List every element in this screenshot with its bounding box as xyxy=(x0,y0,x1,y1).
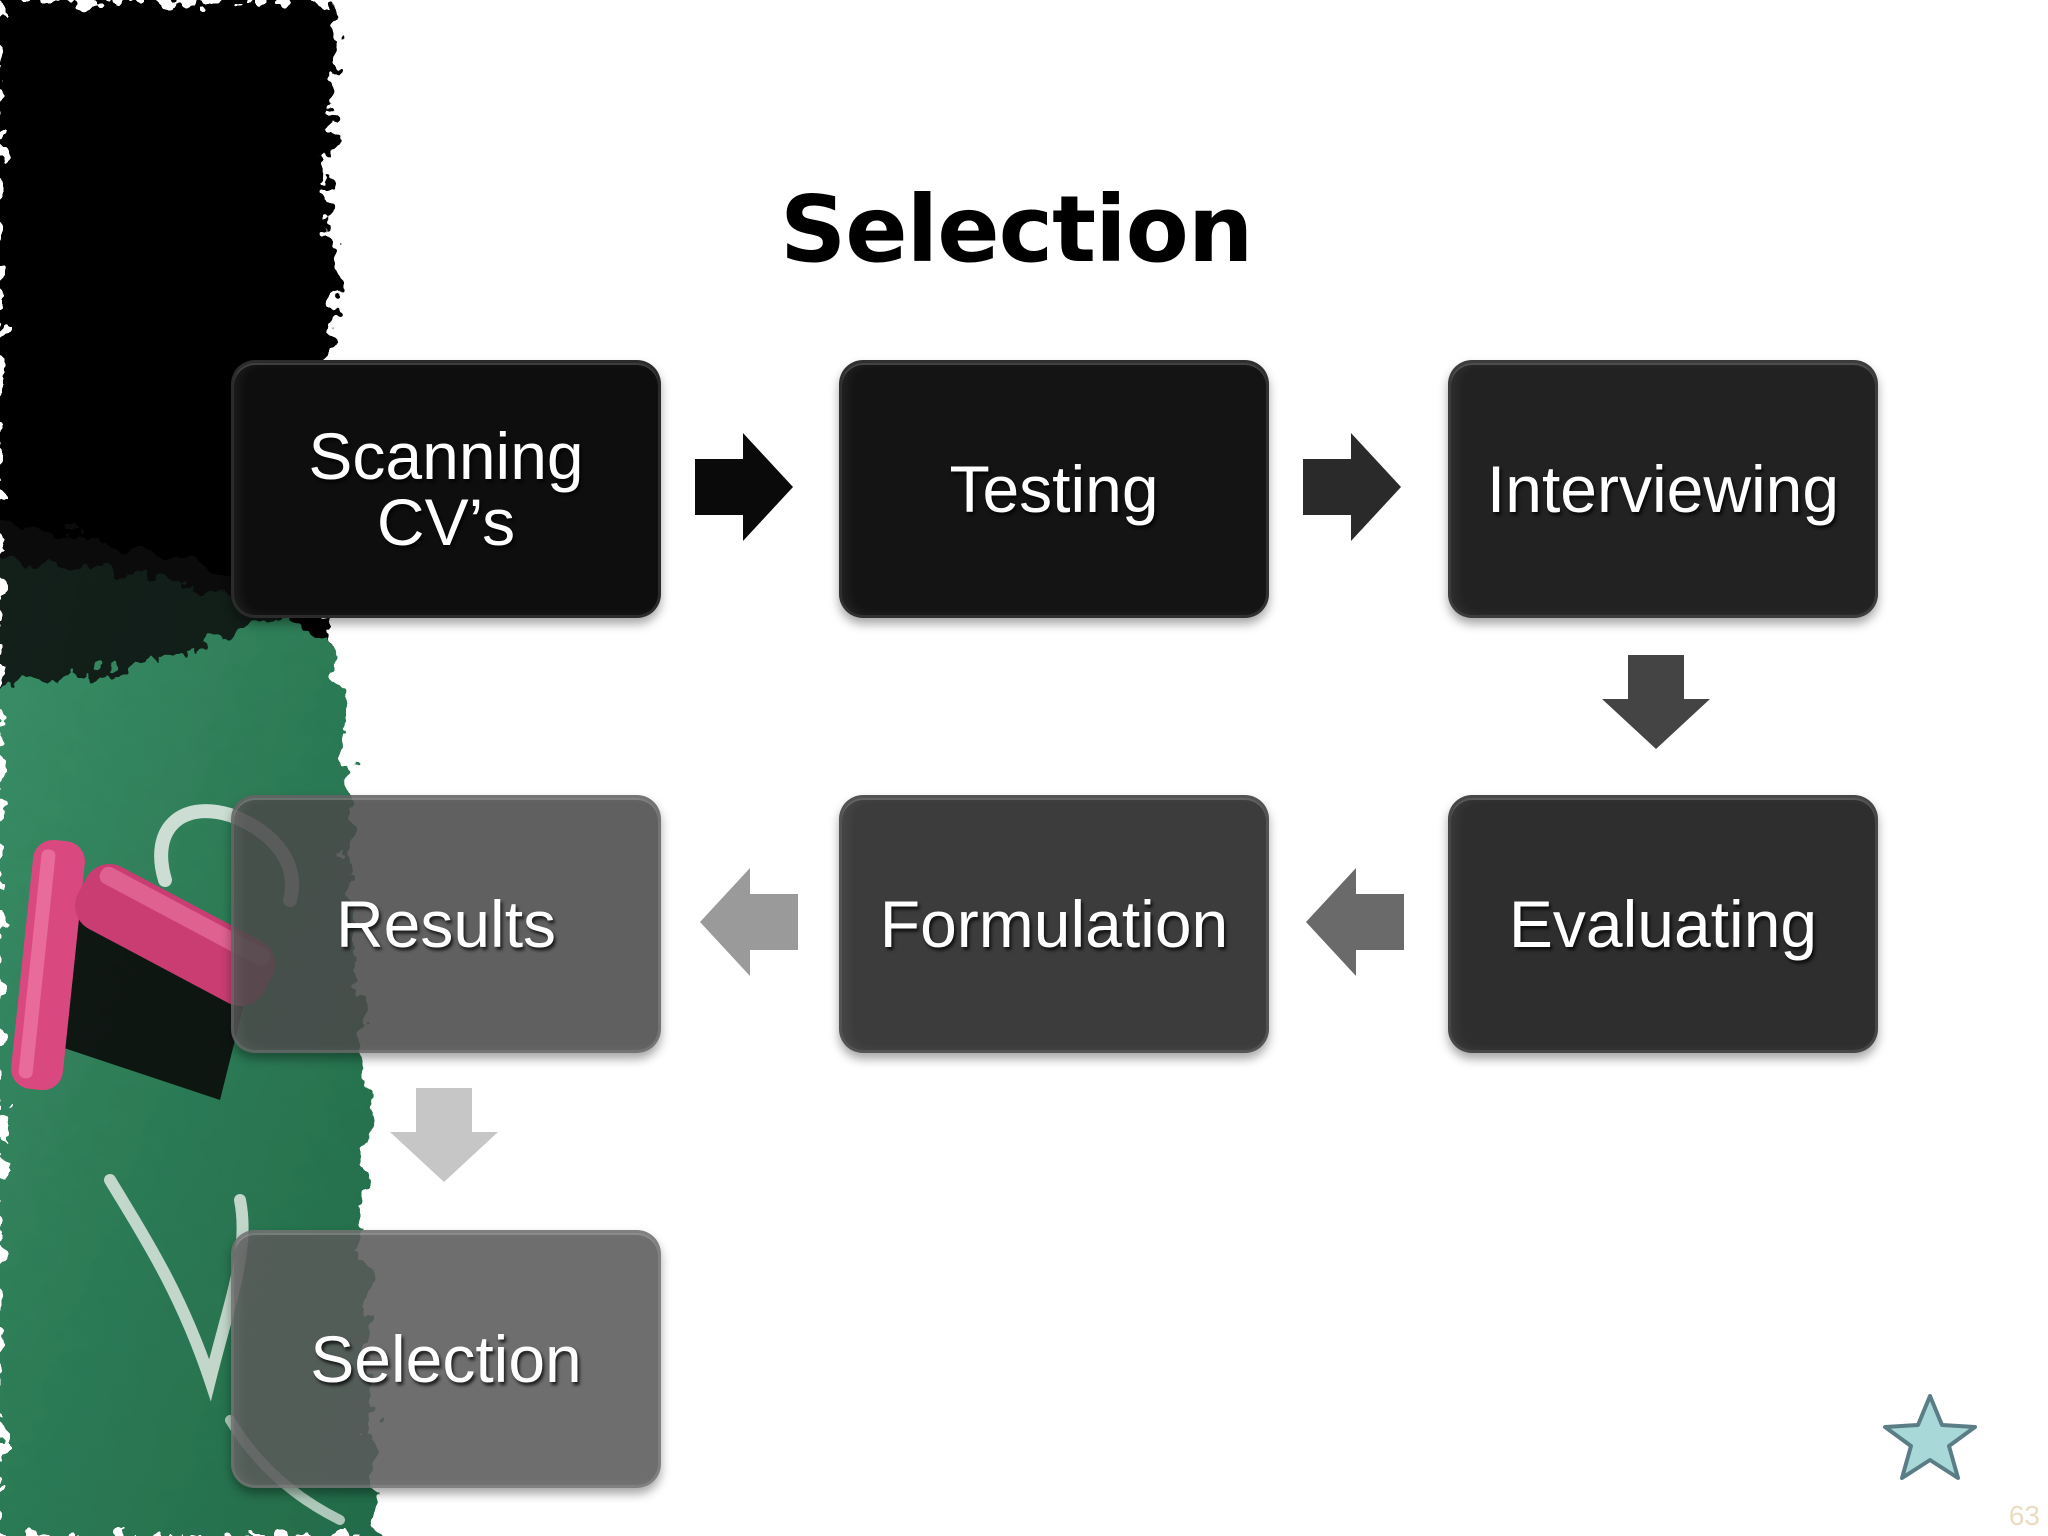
step-label: Formulation xyxy=(879,887,1229,961)
step-label: Scanning CV’s xyxy=(308,419,584,559)
step-label: Results xyxy=(335,887,557,961)
arrow-down-icon xyxy=(390,1088,498,1182)
step-box-interviewing: Interviewing xyxy=(1448,360,1878,618)
slide-title: Selection xyxy=(780,176,1253,283)
arrow-right-icon xyxy=(1303,433,1401,541)
star-icon xyxy=(1883,1394,1977,1480)
arrow-down-icon xyxy=(1602,655,1710,749)
arrow-left-icon xyxy=(700,868,798,976)
step-box-scanning-cvs: Scanning CV’s xyxy=(231,360,661,618)
step-box-evaluating: Evaluating xyxy=(1448,795,1878,1053)
page-number: 63 xyxy=(2008,1500,2040,1531)
arrow-right-icon xyxy=(695,433,793,541)
step-label: Testing xyxy=(949,452,1159,526)
step-box-formulation: Formulation xyxy=(839,795,1269,1053)
step-label: Evaluating xyxy=(1508,887,1818,961)
arrow-left-icon xyxy=(1306,868,1404,976)
step-label: Interviewing xyxy=(1486,452,1840,526)
step-box-selection: Selection xyxy=(231,1230,661,1488)
step-box-testing: Testing xyxy=(839,360,1269,618)
step-label: Selection xyxy=(310,1322,582,1396)
step-box-results: Results xyxy=(231,795,661,1053)
